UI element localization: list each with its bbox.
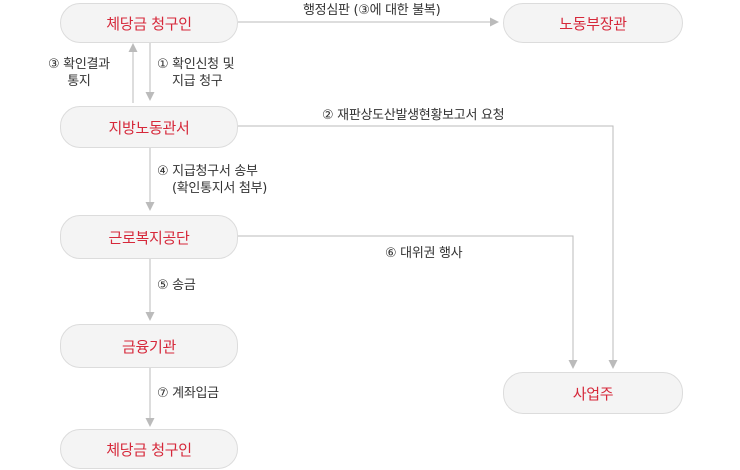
label-send-claim: ④ 지급청구서 송부 (확인통지서 첨부): [157, 163, 267, 197]
label-bankruptcy-report: ② 재판상도산발생현황보고서 요청: [322, 108, 505, 123]
arrowhead-remit-down: [145, 312, 155, 321]
node-claimant-bottom: 체당금 청구인: [60, 429, 238, 469]
arrowhead-report: [608, 360, 618, 369]
node-labor-office: 지방노동관서: [60, 106, 238, 148]
label-notify-result: ③ 확인결과 통지: [48, 56, 110, 90]
label-request-confirm: ① 확인신청 및 지급 청구: [157, 56, 235, 90]
arrowhead-subrogation: [568, 360, 578, 369]
arrowhead-notify-up: [128, 43, 138, 52]
node-employer: 사업주: [503, 372, 683, 414]
label-request-confirm-line2: 지급 청구: [172, 74, 223, 89]
node-welfare-corp: 근로복지공단: [60, 215, 238, 259]
node-financial-inst: 금융기관: [60, 324, 238, 368]
label-administrative-appeal: 행정심판 (③에 대한 불복): [303, 3, 441, 18]
node-claimant-top: 체당금 청구인: [60, 3, 238, 43]
arrowhead-request-down: [145, 92, 155, 101]
node-minister: 노동부장관: [503, 3, 683, 43]
label-account-deposit: ⑦ 계좌입금: [157, 386, 219, 401]
arrowhead-claim-down: [145, 202, 155, 211]
label-request-confirm-line1: ① 확인신청 및: [157, 57, 235, 72]
label-notify-result-line2: 통지: [67, 74, 91, 89]
label-remittance: ⑤ 송금: [157, 278, 196, 293]
label-notify-result-line1: ③ 확인결과: [48, 57, 110, 72]
label-send-claim-line2: (확인통지서 첨부): [172, 181, 267, 196]
label-subrogation: ⑥ 대위권 행사: [385, 246, 463, 261]
label-send-claim-line1: ④ 지급청구서 송부: [157, 164, 258, 179]
arrowhead-deposit-down: [145, 418, 155, 427]
arrowhead-minister: [490, 17, 499, 27]
